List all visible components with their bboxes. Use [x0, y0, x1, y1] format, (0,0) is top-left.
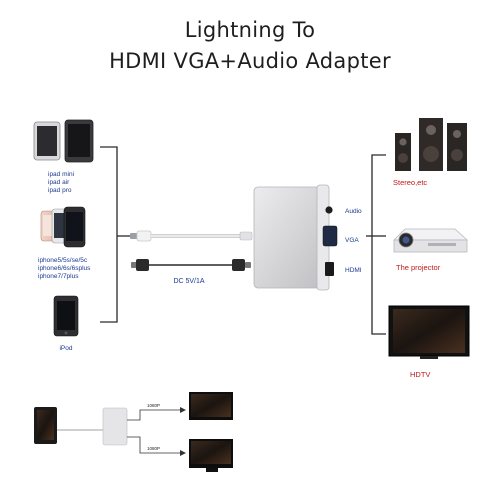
projector-image — [393, 228, 469, 253]
ipad-label-2: ipad pro — [48, 187, 72, 194]
hdmi-port-icon — [325, 262, 334, 276]
hdtv-label: HDTV — [410, 370, 430, 379]
mini-diagram — [34, 392, 233, 472]
lightning-cable — [130, 230, 253, 242]
port-label-audio: Audio — [345, 208, 362, 215]
title-line-2: HDMI VGA+Audio Adapter — [109, 49, 391, 73]
port-label-vga: VGA — [345, 237, 359, 244]
iphone-label-2: iphone7/7plus — [38, 273, 79, 280]
title-line-1: Lightning To — [184, 18, 316, 42]
mini-bottom-label: 1080P — [147, 446, 160, 451]
iphone-image — [40, 206, 86, 248]
right-bracket — [366, 154, 386, 335]
ipod-image — [53, 295, 79, 337]
stereo-speakers-image — [395, 118, 467, 171]
iphone-label-0: iphone5/5s/se/5c — [38, 257, 88, 264]
dc-power-cable — [131, 259, 251, 271]
ipod-label: iPod — [59, 345, 72, 352]
ipad-image — [33, 119, 94, 163]
stereo-label: Stereo,etc — [393, 178, 427, 187]
projector-label: The projector — [396, 263, 441, 272]
mini-top-label: 1080P — [147, 403, 160, 408]
hdtv-image — [388, 305, 470, 359]
iphone-label-1: iphone6/6s/6splus — [38, 265, 91, 272]
ipad-label-0: ipad mini — [48, 171, 74, 178]
dc-power-label: DC 5V/1A — [173, 278, 204, 285]
port-label-hdmi: HDMI — [345, 267, 362, 274]
ipad-label-1: ipad air — [48, 179, 70, 186]
adapter-body — [253, 184, 338, 291]
audio-port-icon — [325, 206, 333, 214]
left-bracket — [100, 146, 130, 323]
vga-port-icon — [322, 225, 338, 247]
